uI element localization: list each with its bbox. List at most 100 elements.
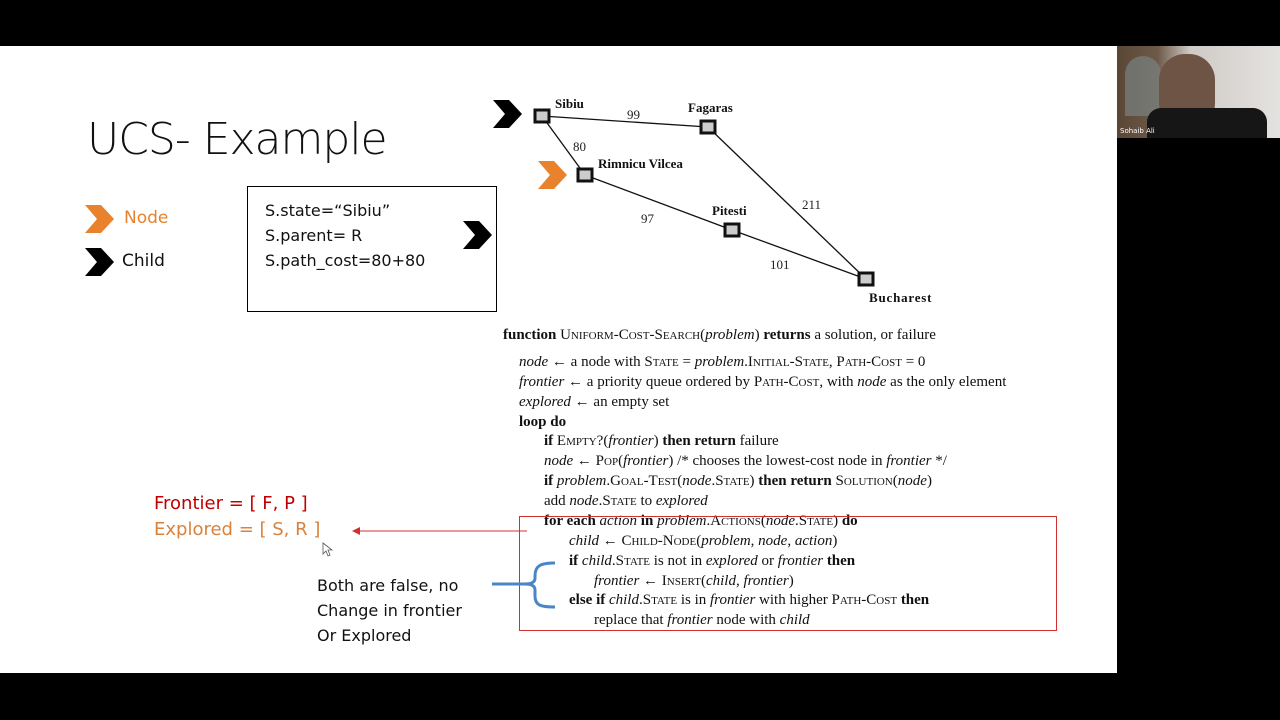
code-token: then: [823, 553, 856, 569]
code-token: explored: [655, 493, 708, 509]
note-line: Change in frontier: [317, 601, 462, 620]
code-token: then return: [662, 433, 736, 449]
code-token: node: [682, 473, 712, 489]
code-token: ,: [735, 573, 744, 589]
legend-node-label: Node: [124, 208, 169, 228]
code-token: Initial-State: [747, 354, 829, 370]
label-pitesti: Pitesti: [712, 203, 747, 218]
code-token: State: [642, 592, 678, 608]
code-token: for each: [544, 513, 600, 529]
code-token: explored: [705, 553, 758, 569]
label-sibiu: Sibiu: [555, 96, 584, 111]
cost-99: 99: [627, 107, 640, 122]
code-token: (: [700, 573, 706, 589]
code-token: replace that: [594, 612, 668, 628]
note: Both are false, no Change in frontier Or…: [317, 573, 462, 648]
code-token: node: [765, 513, 795, 529]
code-token: ←: [599, 533, 622, 549]
romania-graph: Sibiu Fagaras Rimnicu Vilcea Pitesti Buc…: [493, 96, 931, 305]
code-token: */: [931, 453, 947, 469]
code-token: .: [706, 513, 711, 529]
code-token: frontier: [777, 553, 824, 569]
code-token: (: [892, 473, 898, 489]
brace-icon: [492, 561, 556, 609]
code-token: ): [926, 473, 932, 489]
code-token: Path-Cost: [836, 354, 902, 370]
cost-101: 101: [770, 257, 790, 272]
pseudocode-line: node ← a node with State = problem.Initi…: [519, 354, 925, 371]
node-bucharest: [857, 271, 875, 287]
code-token: node: [897, 473, 927, 489]
code-token: (: [618, 453, 624, 469]
code-token: problem: [694, 354, 745, 370]
legend-child-label: Child: [122, 251, 165, 271]
code-token: node: [758, 533, 788, 549]
pseudocode-line: if child.State is not in explored or fro…: [569, 553, 855, 570]
code-token: Actions: [710, 513, 761, 529]
node-fagaras: [699, 119, 717, 135]
pseudocode-line: loop do: [519, 414, 566, 431]
node-marker-chevron-icon: [538, 161, 567, 189]
code-token: Path-Cost: [753, 374, 820, 390]
code-token: problem: [556, 473, 607, 489]
code-token: =: [678, 354, 695, 370]
code-token: , with: [819, 374, 858, 390]
code-token: ← an empty set: [570, 394, 670, 410]
code-token: then: [897, 592, 930, 608]
label-rimnicu: Rimnicu Vilcea: [598, 156, 683, 171]
red-arrowhead-icon: [352, 527, 360, 535]
code-token: frontier: [594, 573, 640, 589]
slide-title: UCS- Example: [87, 114, 388, 165]
code-token: Uniform-Cost-Search: [560, 327, 701, 343]
code-token: else if: [569, 592, 609, 608]
code-token: frontier: [608, 433, 654, 449]
node-rimnicu: [576, 167, 594, 183]
state-line: S.state=“Sibiu”: [265, 201, 391, 220]
code-token: problem: [657, 513, 707, 529]
code-token: if: [544, 433, 557, 449]
code-token: node: [519, 354, 549, 370]
path-cost-line: S.path_cost=80+80: [265, 251, 426, 270]
code-token: problem: [701, 533, 751, 549]
code-token: problem: [705, 327, 755, 343]
code-token: add: [544, 493, 570, 509]
code-token: child: [569, 533, 599, 549]
code-token: explored: [519, 394, 571, 410]
highlight-box: [519, 516, 1057, 631]
pseudocode-line: frontier ← Insert(child, frontier): [594, 573, 794, 590]
code-token: ): [833, 513, 842, 529]
code-token: Child-Node: [621, 533, 697, 549]
edge-sibiu-fagaras: [541, 115, 709, 128]
code-token: .: [795, 513, 799, 529]
code-token: frontier: [886, 453, 932, 469]
box-chevron-icon: [463, 221, 492, 249]
parent-line: S.parent= R: [265, 226, 363, 245]
code-token: (: [603, 433, 609, 449]
cabinet: [1125, 56, 1161, 116]
code-token: = 0: [901, 354, 926, 370]
pseudocode-line: if Empty?(frontier) then return failure: [544, 433, 779, 450]
pseudocode-line: child ← Child-Node(problem, node, action…: [569, 533, 837, 550]
code-token: ←: [639, 573, 662, 589]
code-token: child: [581, 553, 612, 569]
code-token: is not in: [650, 553, 706, 569]
code-token: ) /* chooses the lowest-cost node in: [668, 453, 887, 469]
pseudocode-line: function Uniform-Cost-Search(problem) re…: [503, 327, 936, 344]
code-token: do: [841, 513, 858, 529]
code-token: function: [503, 327, 561, 343]
code-token: ← a node with: [548, 354, 645, 370]
code-token: node with: [712, 612, 780, 628]
code-token: node: [544, 453, 574, 469]
code-token: Path-Cost: [831, 592, 898, 608]
code-token: ←: [573, 453, 596, 469]
webcam-video[interactable]: Sohaib Ali: [1117, 46, 1280, 138]
node-chevron-icon: [85, 205, 114, 233]
state-box: S.state=“Sibiu” S.parent= R S.path_cost=…: [247, 186, 497, 312]
code-token: State: [615, 553, 651, 569]
code-token: node: [857, 374, 887, 390]
code-token: ): [832, 533, 838, 549]
pseudocode-line: frontier ← a priority queue ordered by P…: [519, 374, 1006, 391]
code-token: if: [569, 553, 582, 569]
code-token: returns: [763, 327, 811, 343]
cost-211: 211: [802, 197, 821, 212]
